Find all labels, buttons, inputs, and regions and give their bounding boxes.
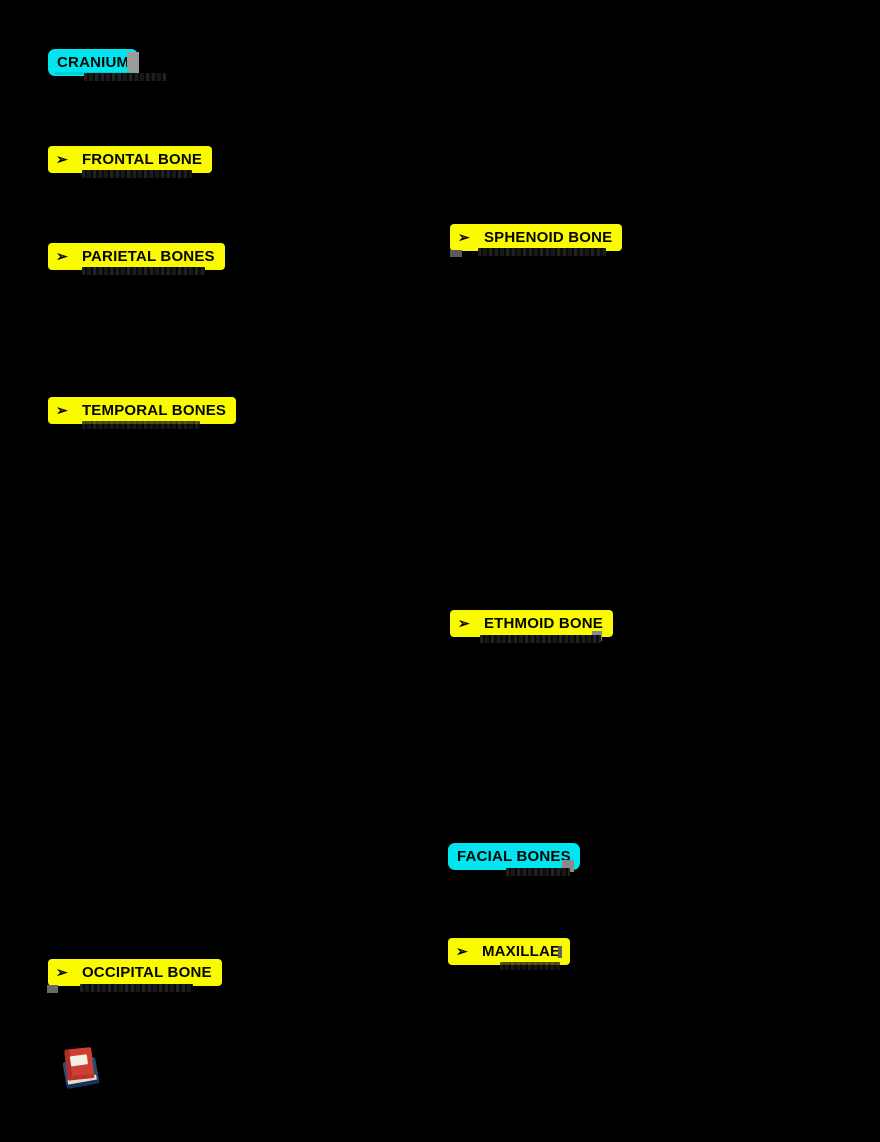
illegible-text-fragment	[84, 73, 166, 81]
illegible-text-fragment	[478, 248, 606, 256]
heading-frontal-bone: ➢ FRONTAL BONE	[48, 146, 213, 173]
heading-sphenoid-bone: ➢ SPHENOID BONE	[450, 224, 623, 251]
arrow-bullet-icon: ➢	[56, 963, 68, 980]
books-icon	[56, 1044, 108, 1101]
heading-occipital-bone: ➢ OCCIPITAL BONE	[48, 959, 222, 986]
selection-artifact	[558, 946, 562, 958]
illegible-text-fragment	[80, 984, 193, 992]
selection-artifact	[450, 250, 462, 257]
heading-label: FRONTAL BONE	[81, 151, 203, 168]
heading-label: ETHMOID BONE	[483, 615, 604, 632]
heading-label: CRANIUM	[57, 54, 130, 71]
arrow-bullet-icon: ➢	[56, 150, 68, 167]
heading-label: TEMPORAL BONES	[81, 402, 227, 419]
heading-cranium: CRANIUM	[48, 49, 139, 76]
heading-temporal-bones: ➢ TEMPORAL BONES	[48, 397, 237, 424]
heading-maxillae: ➢ MAXILLAE	[448, 938, 571, 965]
illegible-text-fragment	[82, 267, 205, 275]
heading-label: MAXILLAE	[481, 943, 561, 960]
heading-label: PARIETAL BONES	[81, 248, 215, 265]
heading-facial-bones: FACIAL BONES	[448, 843, 580, 870]
arrow-bullet-icon: ➢	[458, 228, 470, 245]
heading-label: FACIAL BONES	[457, 848, 571, 865]
heading-label: OCCIPITAL BONE	[81, 964, 212, 981]
heading-ethmoid-bone: ➢ ETHMOID BONE	[450, 610, 614, 637]
arrow-bullet-icon: ➢	[56, 401, 68, 418]
heading-label: SPHENOID BONE	[483, 229, 613, 246]
illegible-text-fragment	[500, 962, 560, 970]
selection-artifact	[47, 985, 58, 993]
heading-parietal-bones: ➢ PARIETAL BONES	[48, 243, 225, 270]
illegible-text-fragment	[82, 421, 200, 429]
illegible-text-fragment	[506, 868, 570, 876]
arrow-bullet-icon: ➢	[456, 942, 468, 959]
arrow-bullet-icon: ➢	[56, 247, 68, 264]
selection-artifact	[127, 52, 139, 73]
illegible-text-fragment	[480, 635, 601, 643]
illegible-text-fragment	[82, 170, 192, 178]
arrow-bullet-icon: ➢	[458, 614, 470, 631]
